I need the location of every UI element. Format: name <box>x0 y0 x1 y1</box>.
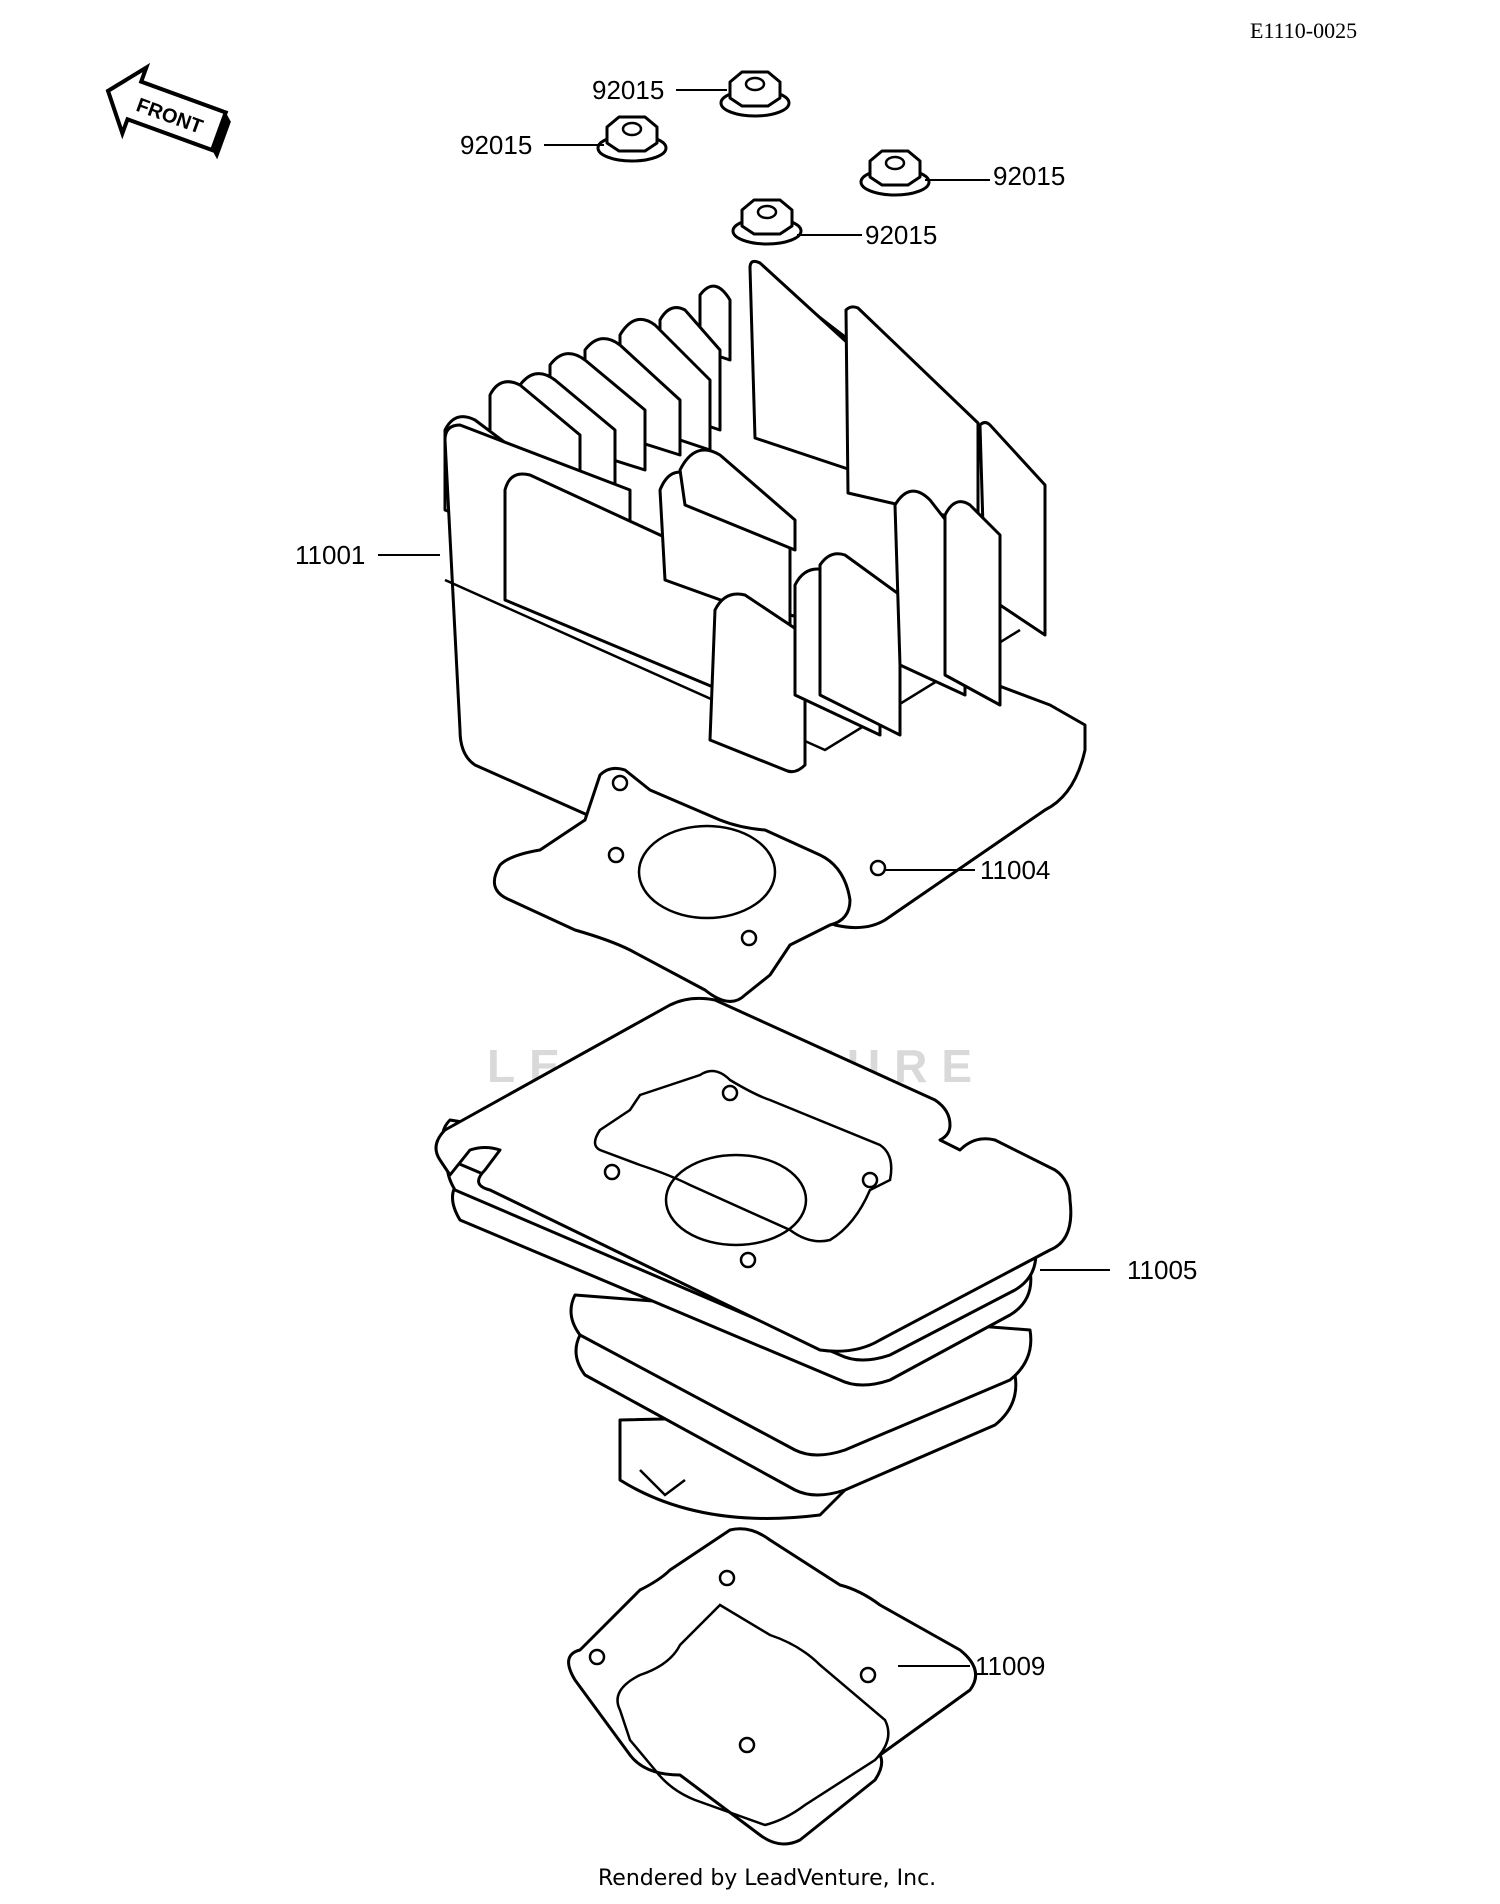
flange-nut-icon <box>731 198 803 246</box>
part-label-nut-3: 92015 <box>993 161 1065 191</box>
flange-nut-icon <box>859 149 931 197</box>
part-label-nut-2: 92015 <box>460 130 532 160</box>
part-label-cylinder-head: 11001 <box>295 540 365 570</box>
part-label-base-gasket: 11009 <box>975 1651 1045 1681</box>
footer-credit: Rendered by LeadVenture, Inc. <box>598 1866 936 1891</box>
front-arrow-icon: FRONT <box>105 62 231 160</box>
diagram-code: E1110-0025 <box>1250 18 1357 43</box>
part-label-nut-1: 92015 <box>592 75 664 105</box>
part-label-head-gasket: 11004 <box>980 855 1050 885</box>
flange-nut-icon <box>596 115 668 163</box>
base-gasket-icon <box>567 1527 978 1846</box>
cylinder-head-icon <box>443 259 1087 930</box>
cylinder-icon <box>434 996 1073 1520</box>
flange-nut-icon <box>719 70 791 118</box>
part-label-cylinder: 11005 <box>1127 1255 1197 1285</box>
part-label-nut-4: 92015 <box>865 220 937 250</box>
head-gasket-icon <box>492 766 887 1003</box>
